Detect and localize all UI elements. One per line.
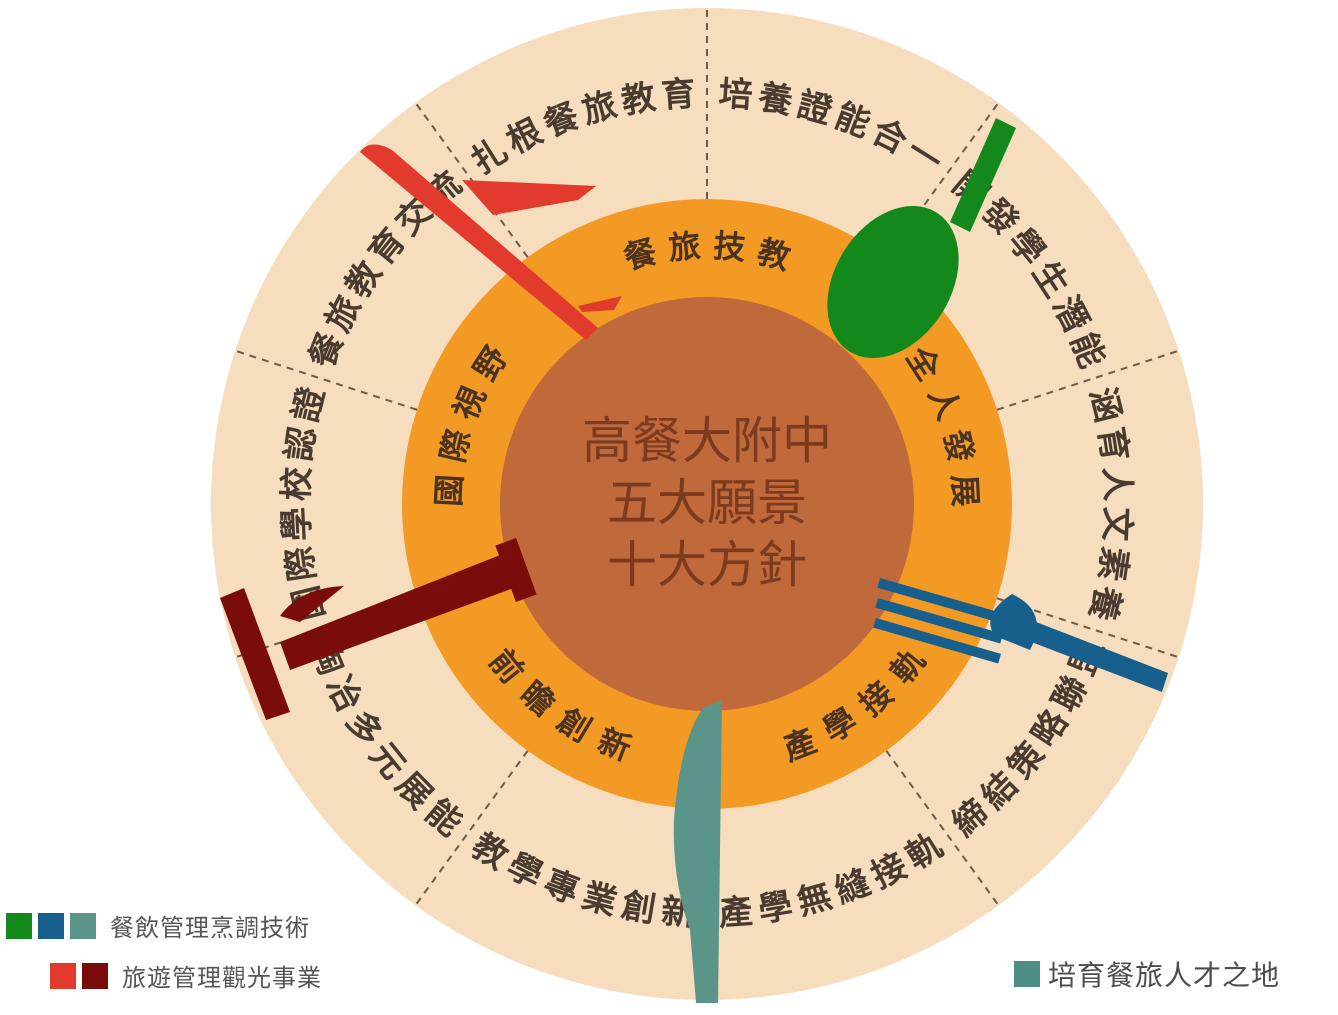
policy-label-char: 育 <box>1090 424 1135 463</box>
policy-label-char: 文 <box>1096 506 1138 542</box>
legend-swatch <box>6 912 32 939</box>
legend-item-tourism: 旅遊管理觀光事業 <box>50 958 322 993</box>
vision-label-char: 國 <box>430 474 470 508</box>
vision-label: 餐旅技教 <box>620 227 794 278</box>
bellhop-icon <box>220 538 537 720</box>
policy-label-char: 學 <box>755 886 795 931</box>
airplane-icon <box>360 144 622 340</box>
policy-label-char: 教 <box>619 77 659 122</box>
knife-icon <box>673 700 722 1003</box>
sector-divider <box>414 102 529 258</box>
vision-label-char: 技 <box>712 227 747 268</box>
vision-label-char: 展 <box>945 474 985 508</box>
legend-swatch <box>38 912 64 939</box>
slogan: 培育餐旅人才之地 <box>1014 954 1280 994</box>
legend-swatch <box>50 962 76 989</box>
slogan-text: 培育餐旅人才之地 <box>1048 959 1281 992</box>
center-line-2: 五大願景 <box>607 474 807 532</box>
sector-dividers <box>234 8 1180 1000</box>
vision-label-char: 旅 <box>667 227 702 268</box>
policy-label: 產學無縫接軌 <box>717 826 949 934</box>
spoon-icon <box>827 118 1016 359</box>
policy-label-char: 素 <box>1090 544 1135 583</box>
policy-label-char: 產 <box>717 892 754 934</box>
policy-label-char: 學 <box>277 506 319 542</box>
sector-divider <box>234 349 418 411</box>
policy-label-char: 培 <box>717 74 754 116</box>
slogan-swatch <box>1014 961 1040 987</box>
legend-label: 餐飲管理烹調技術 <box>110 914 310 942</box>
sector-divider <box>885 750 1000 906</box>
policy-label-char: 認 <box>279 424 324 463</box>
legend-label: 旅遊管理觀光事業 <box>122 964 322 992</box>
fork-icon <box>873 577 1168 692</box>
sector-divider <box>996 349 1180 411</box>
policy-label-char: 創 <box>619 886 659 931</box>
center-title: 高餐大附中 五大願景 十大方針 <box>582 412 832 594</box>
policy-label: 國際學校認證 <box>277 383 333 625</box>
policy-label-char: 人 <box>1096 466 1138 502</box>
policy-label-char: 際 <box>279 544 324 583</box>
policy-label-char: 養 <box>755 77 795 122</box>
center-disk <box>500 297 914 711</box>
legend-swatch <box>82 962 108 989</box>
policy-label-char: 校 <box>277 466 319 502</box>
legend-swatch <box>70 912 96 939</box>
legend-item-culinary: 餐飲管理烹調技術 <box>6 908 310 943</box>
center-line-3: 十大方針 <box>607 536 807 594</box>
sector-divider <box>414 750 529 906</box>
center-line-1: 高餐大附中 <box>582 412 832 470</box>
policy-label-char: 育 <box>660 74 697 116</box>
